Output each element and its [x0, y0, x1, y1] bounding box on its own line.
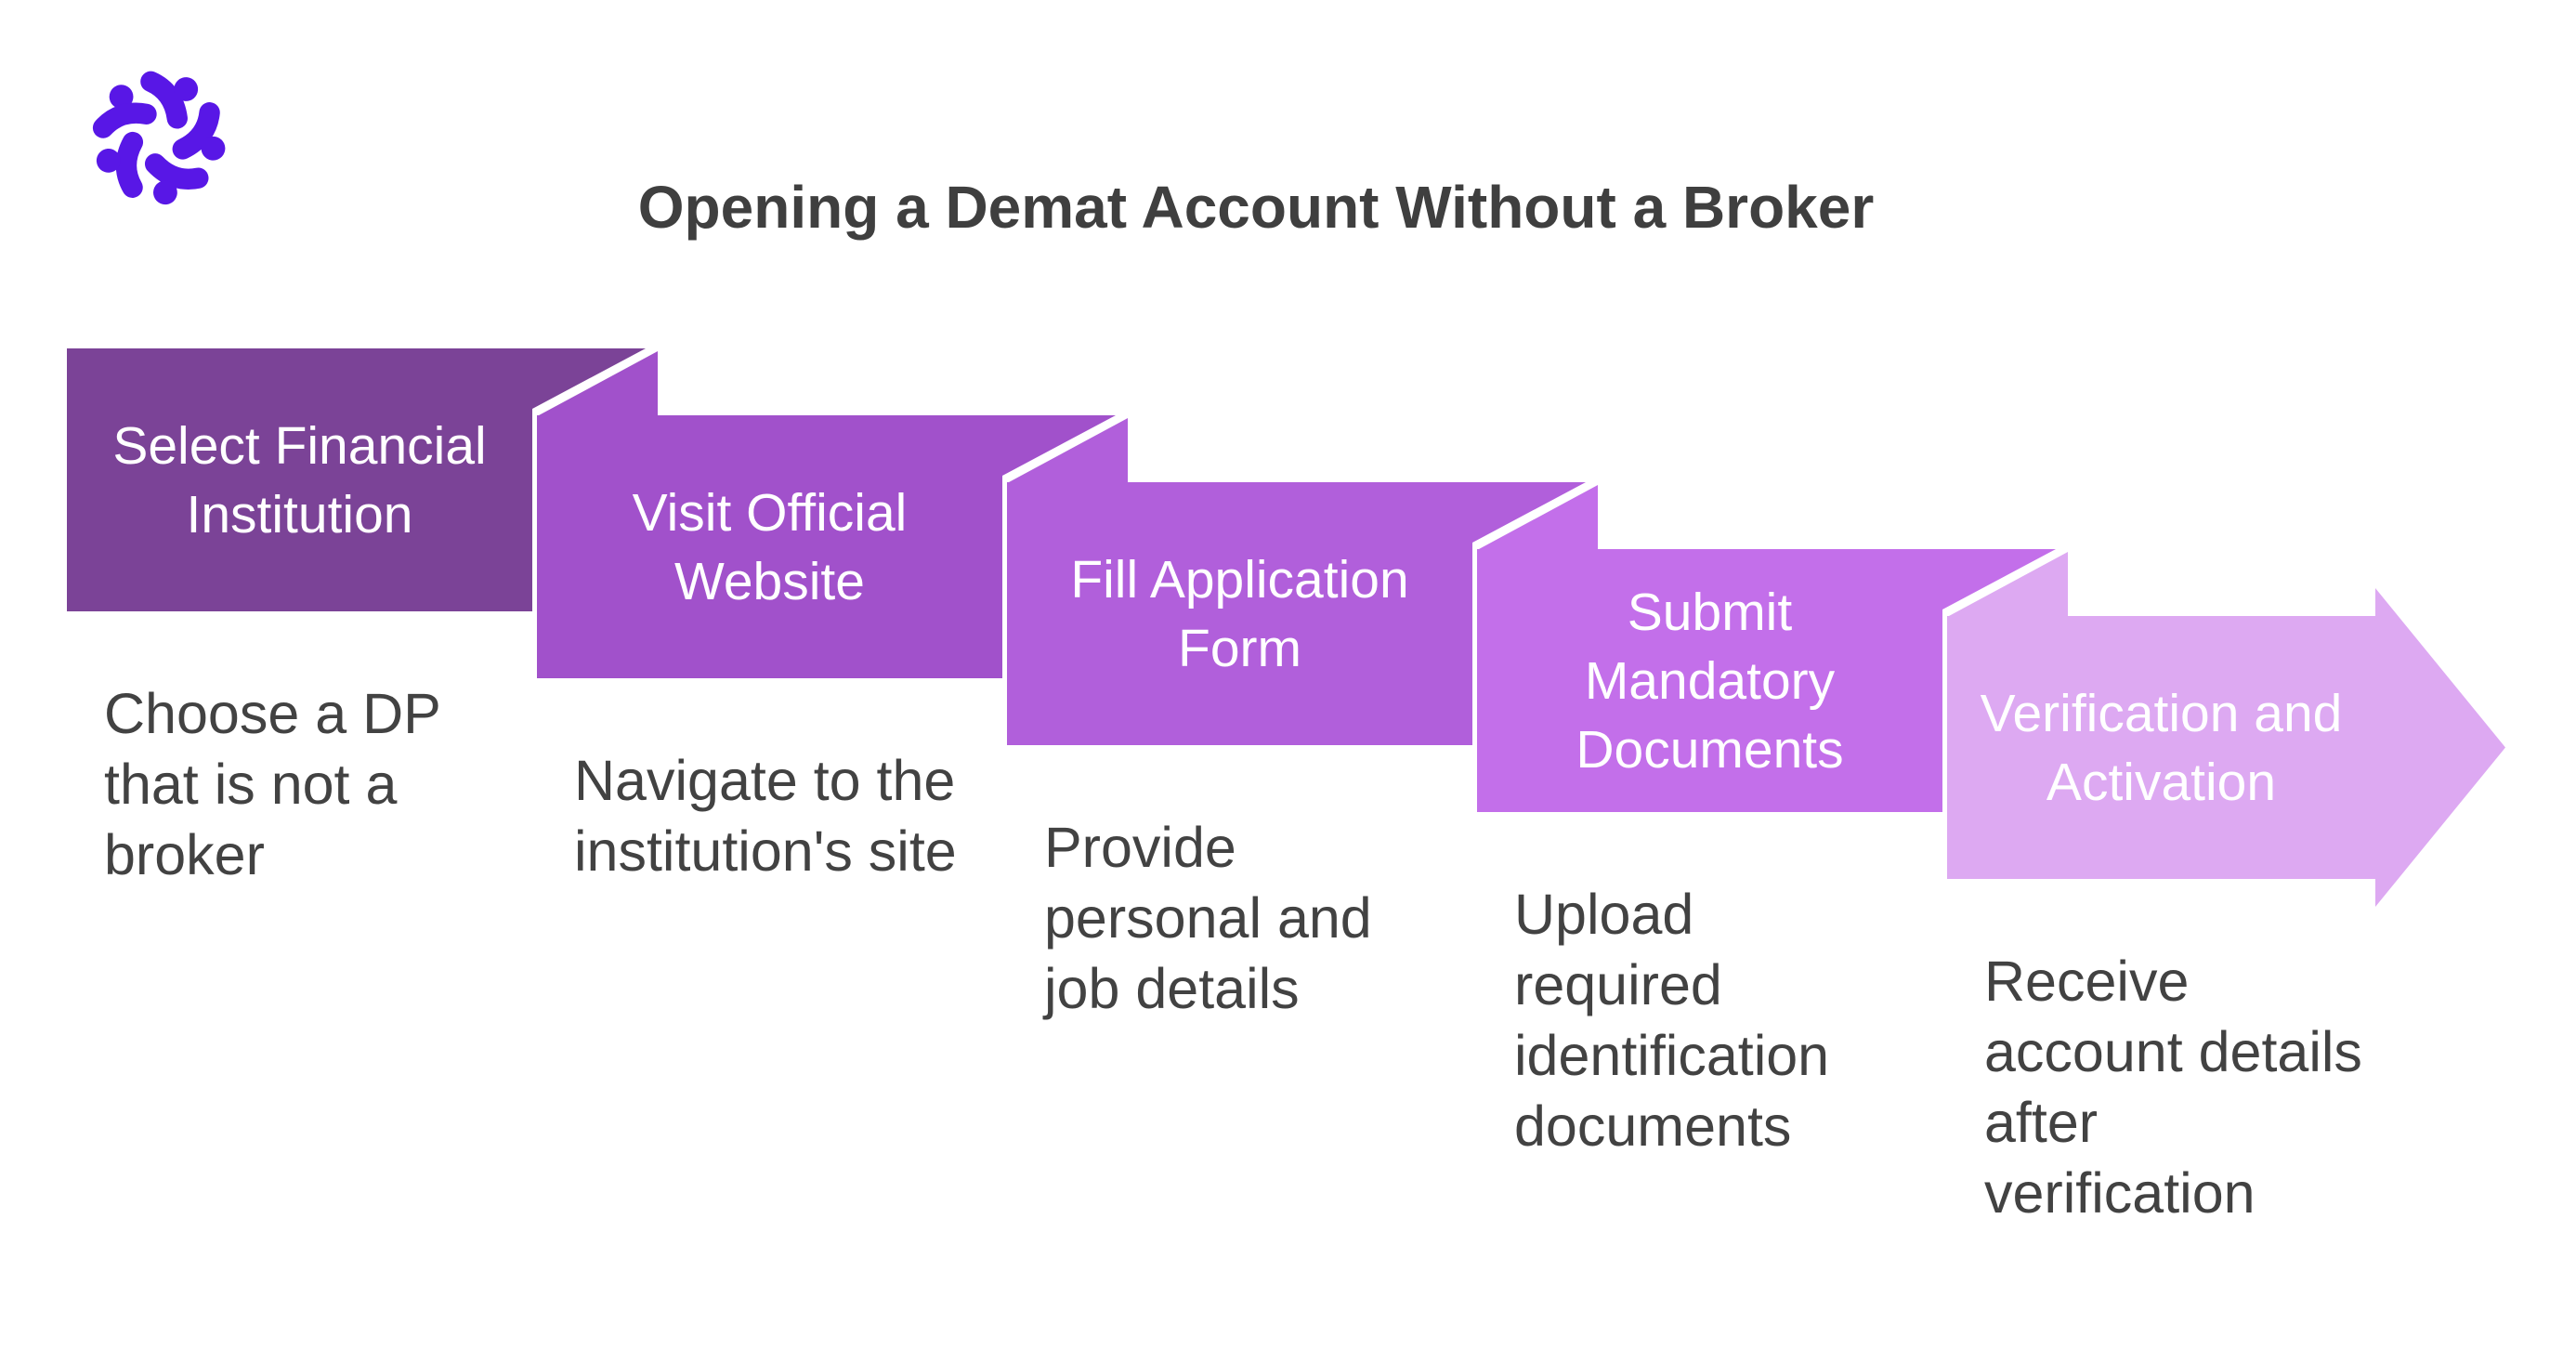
step-1-label: Select Financial Institution	[112, 415, 487, 544]
step-3-shape	[1007, 482, 1586, 745]
step-3-description: Provide personal and job details	[1044, 816, 1372, 1020]
step-1-description: Choose a DP that is not a broker	[104, 682, 441, 886]
step-2-fold	[539, 351, 658, 415]
step-3-fold	[1009, 418, 1128, 482]
step-4-description: Upload required identification documents	[1514, 883, 1830, 1158]
step-3-label: Fill Application Form	[1070, 549, 1409, 678]
step-4-fold	[1479, 485, 1598, 549]
step-5-label: Verification and Activation	[1980, 683, 2343, 812]
step-5-fold	[1949, 552, 2068, 616]
brand-swirl-logo-icon	[92, 71, 226, 205]
step-2-label: Visit Official Website	[632, 482, 908, 611]
step-4-label: Submit Mandatory Documents	[1576, 582, 1844, 780]
page-title: Opening a Demat Account Without a Broker	[637, 174, 1875, 241]
step-5-description: Receive account details after verificati…	[1984, 950, 2362, 1225]
step-1-shape	[67, 348, 646, 611]
step-4-shape	[1477, 549, 2056, 812]
step-5-shape	[1947, 588, 2505, 907]
step-2-shape	[537, 415, 1116, 678]
step-2-description: Navigate to the institution's site	[574, 749, 957, 883]
